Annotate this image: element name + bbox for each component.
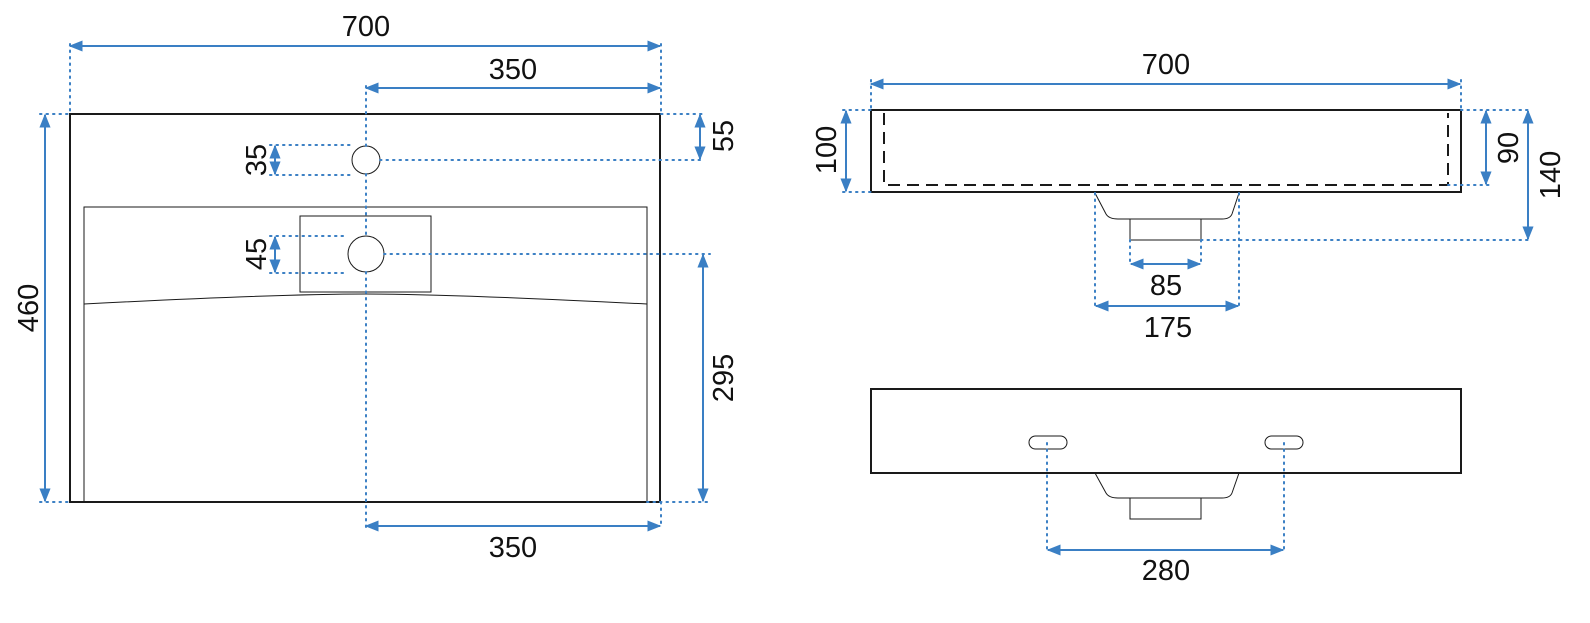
side-inner-bowl — [883, 113, 1449, 186]
label-side-total-height: 140 — [1535, 151, 1567, 199]
label-front-tap-top: 55 — [708, 120, 740, 152]
label-mount-spacing: 280 — [1142, 555, 1190, 587]
label-front-drain-offset: 350 — [489, 532, 537, 564]
top-view-extension-lines — [39, 43, 711, 528]
label-front-width: 700 — [342, 11, 390, 43]
side-body — [870, 109, 1462, 193]
label-side-inner-depth: 90 — [1493, 132, 1525, 164]
label-side-drain-width: 85 — [1150, 270, 1182, 302]
drain-hole — [347, 235, 385, 273]
label-front-height: 460 — [13, 284, 45, 332]
label-front-tap-diameter: 35 — [241, 144, 273, 176]
label-front-drain-height: 295 — [708, 354, 740, 402]
back-body — [870, 388, 1462, 474]
back-view: 280 — [870, 388, 1462, 587]
tap-hole — [351, 145, 381, 175]
basin-bowl-edge — [83, 206, 648, 502]
back-drain-outlet — [1129, 497, 1202, 520]
side-drain-outlet — [1129, 218, 1202, 241]
label-front-drain-diameter: 45 — [241, 238, 273, 270]
side-view-extension-lines — [842, 79, 1531, 308]
top-view: 700 350 55 35 45 460 295 350 — [13, 11, 740, 564]
back-drain-body — [1094, 472, 1240, 499]
basin-outline — [69, 113, 661, 503]
label-side-drain-base: 175 — [1144, 312, 1192, 344]
back-view-extension-lines — [1046, 442, 1285, 552]
side-view: 700 100 90 140 85 175 — [811, 49, 1567, 344]
side-drain-body — [1094, 192, 1240, 220]
mount-slot-left — [1028, 435, 1068, 450]
label-front-tap-offset: 350 — [489, 54, 537, 86]
label-side-width: 700 — [1142, 49, 1190, 81]
label-side-height: 100 — [811, 126, 843, 174]
